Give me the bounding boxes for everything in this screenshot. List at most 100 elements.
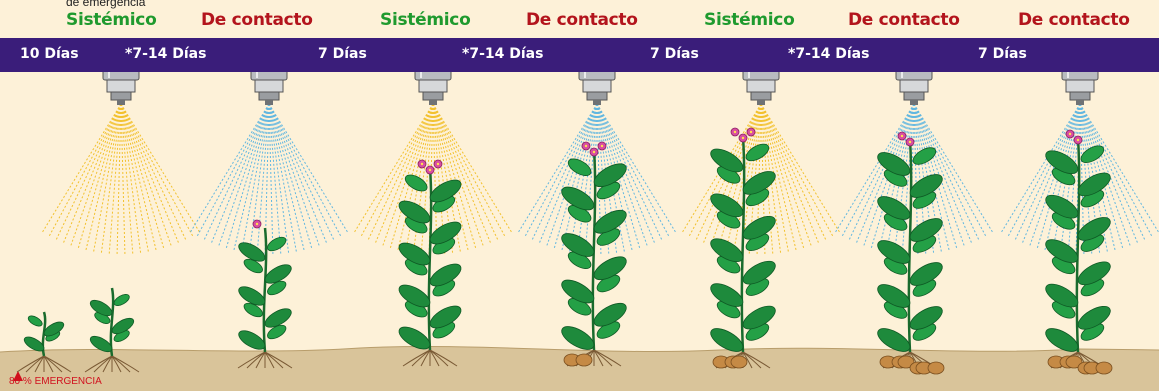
leaf xyxy=(1045,150,1079,175)
spray-cone-4 xyxy=(518,103,676,254)
interval-label-1: 10 Días xyxy=(20,46,79,62)
spray-type-label-1: Sistémico xyxy=(66,10,157,30)
leaf xyxy=(43,321,65,337)
leaf xyxy=(243,302,263,318)
leaf xyxy=(1045,194,1079,219)
interval-label-2: *7-14 Días xyxy=(125,46,207,62)
spray-type-label-2: De contacto xyxy=(201,10,313,30)
interval-label-7: 7 Días xyxy=(978,46,1027,62)
potato-plant-7 xyxy=(877,131,945,375)
spray-type-label-4: De contacto xyxy=(526,10,638,30)
potato-plant-1 xyxy=(16,311,72,373)
potato-plant-3 xyxy=(237,219,293,369)
tuber xyxy=(730,355,748,369)
emergence-arrow-icon xyxy=(13,371,23,381)
leaf xyxy=(912,147,937,165)
leaf xyxy=(89,335,113,353)
leaf xyxy=(877,152,911,176)
leaf xyxy=(742,215,776,240)
spray-cone-2 xyxy=(190,103,348,254)
leaf xyxy=(745,143,770,162)
leaf xyxy=(561,279,595,304)
spray-type-label-5: Sistémico xyxy=(704,10,795,30)
tuber xyxy=(927,361,945,375)
interval-label-3: 7 Días xyxy=(318,46,367,62)
leaf xyxy=(1077,305,1111,330)
leaf xyxy=(710,148,744,173)
leaf xyxy=(909,174,943,198)
leaf xyxy=(267,236,287,252)
spray-type-label-6: De contacto xyxy=(848,10,960,30)
tuber xyxy=(1065,355,1083,369)
interval-label-4: *7-14 Días xyxy=(462,46,544,62)
leaf xyxy=(909,218,943,242)
leaf xyxy=(561,186,595,211)
leaf xyxy=(243,258,263,274)
leaf xyxy=(429,305,462,329)
leaf xyxy=(710,328,744,352)
leaf xyxy=(1045,328,1079,352)
leaf xyxy=(1077,172,1111,197)
leaf xyxy=(267,280,287,296)
leaf xyxy=(742,305,776,330)
soil-surface-line xyxy=(0,345,1159,353)
leaf xyxy=(113,294,130,306)
leaf xyxy=(398,326,431,350)
leaf xyxy=(710,238,744,263)
leaf xyxy=(877,196,911,220)
interval-label-6: *7-14 Días xyxy=(788,46,870,62)
leaf xyxy=(429,221,462,245)
leaf xyxy=(742,260,776,285)
spray-cone-7 xyxy=(1001,103,1159,254)
leaf xyxy=(1080,145,1105,163)
leaf xyxy=(877,284,911,308)
leaf xyxy=(710,283,744,307)
leaf xyxy=(1077,217,1111,241)
leaf xyxy=(593,256,627,281)
potato-plant-6 xyxy=(710,127,776,369)
potato-plant-8 xyxy=(1045,129,1113,375)
leaf xyxy=(238,286,266,306)
leaf xyxy=(567,158,592,176)
leaf xyxy=(267,324,287,340)
leaf xyxy=(593,209,627,234)
potato-plant-4 xyxy=(398,159,462,367)
leaf xyxy=(909,306,943,330)
leaf xyxy=(1077,261,1111,286)
leaf xyxy=(742,171,776,195)
leaf xyxy=(593,302,627,327)
leaf xyxy=(593,163,627,188)
leaf xyxy=(238,330,266,350)
leaf xyxy=(877,328,911,352)
tuber xyxy=(1095,361,1113,375)
emergence-header-note: de emergencia xyxy=(66,0,146,9)
leaf xyxy=(909,262,943,286)
tuber xyxy=(575,353,593,367)
leaf xyxy=(561,233,595,257)
leaf xyxy=(404,174,428,192)
leaf xyxy=(264,308,292,328)
soil-band xyxy=(0,346,1159,391)
interval-label-5: 7 Días xyxy=(650,46,699,62)
leaf xyxy=(429,263,462,287)
leaf xyxy=(23,336,45,352)
leaf xyxy=(429,179,462,203)
interval-band xyxy=(0,38,1159,72)
leaf xyxy=(1045,239,1079,263)
spray-type-label-3: Sistémico xyxy=(380,10,471,30)
spray-cone-1 xyxy=(42,103,200,254)
potato-plant-2 xyxy=(84,287,140,373)
leaf xyxy=(561,326,595,350)
leaf xyxy=(27,315,43,327)
potato-plant-5 xyxy=(561,141,627,367)
soil-ground xyxy=(0,345,1159,391)
emergence-label: 80 % EMERGENCIA xyxy=(9,376,102,387)
leaf xyxy=(238,242,266,262)
tuber xyxy=(897,355,915,369)
leaf xyxy=(398,284,431,308)
leaf xyxy=(710,193,744,218)
leaf xyxy=(89,299,113,317)
leaf xyxy=(111,317,135,335)
leaf xyxy=(1045,283,1079,308)
